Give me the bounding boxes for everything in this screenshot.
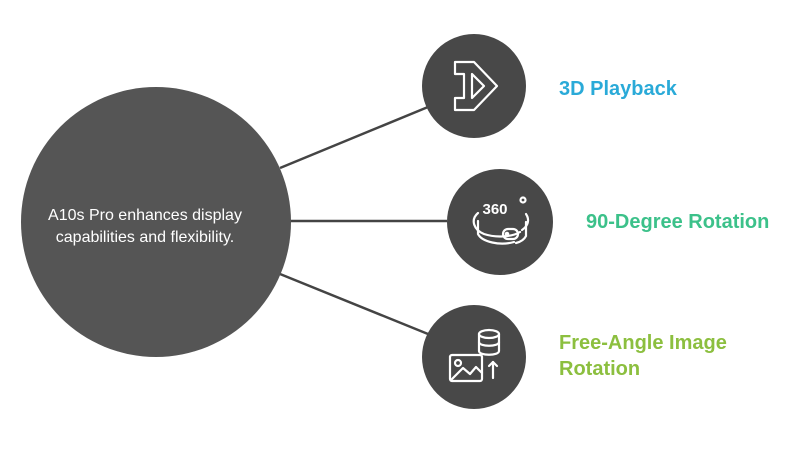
node-3d-playback bbox=[422, 34, 526, 138]
rotation-degree-text: 360 bbox=[482, 201, 507, 218]
center-node bbox=[21, 87, 291, 357]
label-90-degree-rotation: 90-Degree Rotation bbox=[586, 211, 770, 233]
label-3d-playback: 3D Playback bbox=[559, 78, 677, 100]
connector-line-3d-playback bbox=[279, 105, 429, 170]
node-90-degree-rotation: 360 bbox=[447, 169, 553, 275]
node-free-angle-image-rotation bbox=[422, 305, 526, 409]
3d-playback-icon bbox=[453, 60, 499, 112]
center-description: A10s Pro enhances display capabilities a… bbox=[48, 207, 242, 246]
360-rotation-icon: 360 bbox=[472, 196, 530, 245]
label-free-angle-image-rotation: Free-Angle Image Rotation bbox=[559, 332, 727, 380]
connector-line-free-angle bbox=[279, 272, 429, 336]
image-database-icon bbox=[448, 328, 501, 383]
